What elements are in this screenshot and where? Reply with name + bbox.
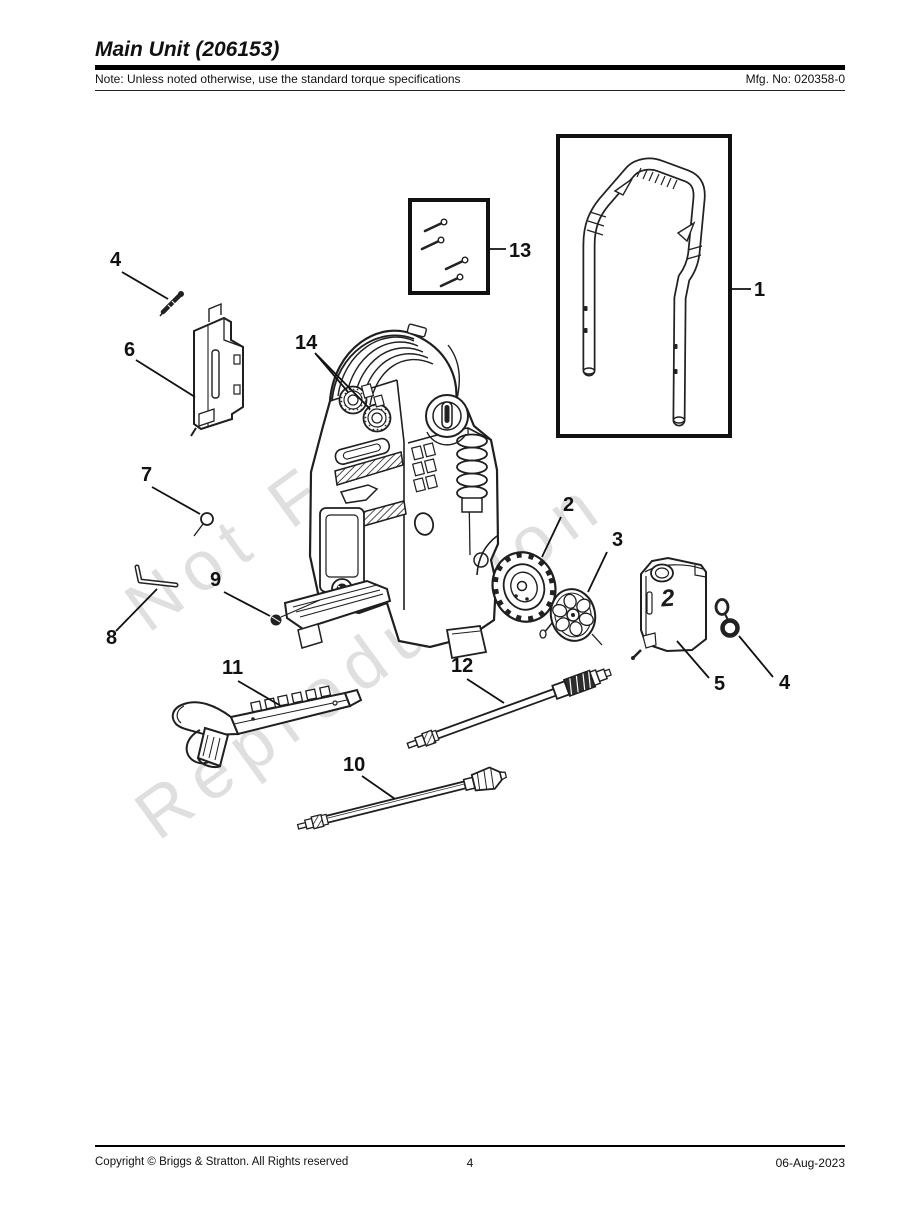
callout-6: 6: [124, 339, 135, 361]
footer-copyright: Copyright © Briggs & Stratton. All Right…: [95, 1156, 349, 1168]
callout-10: 10: [343, 754, 365, 776]
callout-4-top: 4: [110, 249, 122, 271]
callout-12: 12: [451, 655, 473, 677]
hose-coil: [456, 433, 488, 513]
callout-13: 13: [509, 240, 531, 262]
part-4-screw: [159, 291, 184, 317]
tank-molded-number: 2: [659, 585, 676, 613]
callout-3: 3: [612, 529, 623, 551]
note-rule: [95, 90, 845, 91]
part-7-pin: [193, 512, 214, 537]
reel-crank: [425, 394, 469, 446]
part-14-main-unit: [283, 323, 500, 660]
part-8-hex-wrench: [134, 564, 179, 588]
callout-5: 5: [714, 673, 725, 695]
callout-8: 8: [106, 627, 117, 649]
footer-page-number: 4: [466, 1156, 474, 1170]
part-11-spray-gun: [171, 685, 363, 769]
part-13-screw-box: [408, 198, 490, 295]
callout-14: 14: [295, 332, 318, 354]
handle-holes: [584, 306, 678, 374]
callout-4-right: 4: [779, 672, 791, 694]
handle-grip-hatch: [636, 167, 678, 190]
part-1-handle-box: [556, 134, 732, 438]
note-row: Note: Unless noted otherwise, use the st…: [95, 72, 845, 86]
callout-9: 9: [210, 569, 221, 591]
page-title: Main Unit (206153): [95, 38, 280, 61]
part-10-wand: [296, 766, 508, 830]
callout-numbers: 1 2 3 4 4 5 6 7 8 9 10 11 12 13 14: [106, 240, 791, 776]
mfg-number: Mfg. No: 020358-0: [745, 72, 845, 86]
callout-11: 11: [222, 657, 243, 679]
torque-note: Note: Unless noted otherwise, use the st…: [95, 72, 461, 86]
leader-lines: [115, 248, 774, 800]
title-rule: [95, 65, 845, 70]
handle-clamp-ribs: [586, 211, 703, 260]
screws: [420, 221, 465, 288]
louvers: [410, 442, 439, 493]
callout-2: 2: [563, 494, 574, 516]
footer-date: 06-Aug-2023: [775, 1156, 845, 1170]
part-6-bracket: [190, 302, 244, 437]
callout-7: 7: [141, 464, 152, 486]
part-3-hubcap: [539, 588, 603, 646]
part-4-plug-rings: [714, 598, 740, 638]
part-5-detergent-tank: 2: [631, 556, 707, 660]
part-12-lance: [406, 668, 612, 749]
part-9-screw: [270, 599, 321, 626]
callout-1: 1: [754, 279, 765, 301]
part-2-wheel: [491, 551, 557, 623]
footer-rule: [95, 1145, 845, 1147]
